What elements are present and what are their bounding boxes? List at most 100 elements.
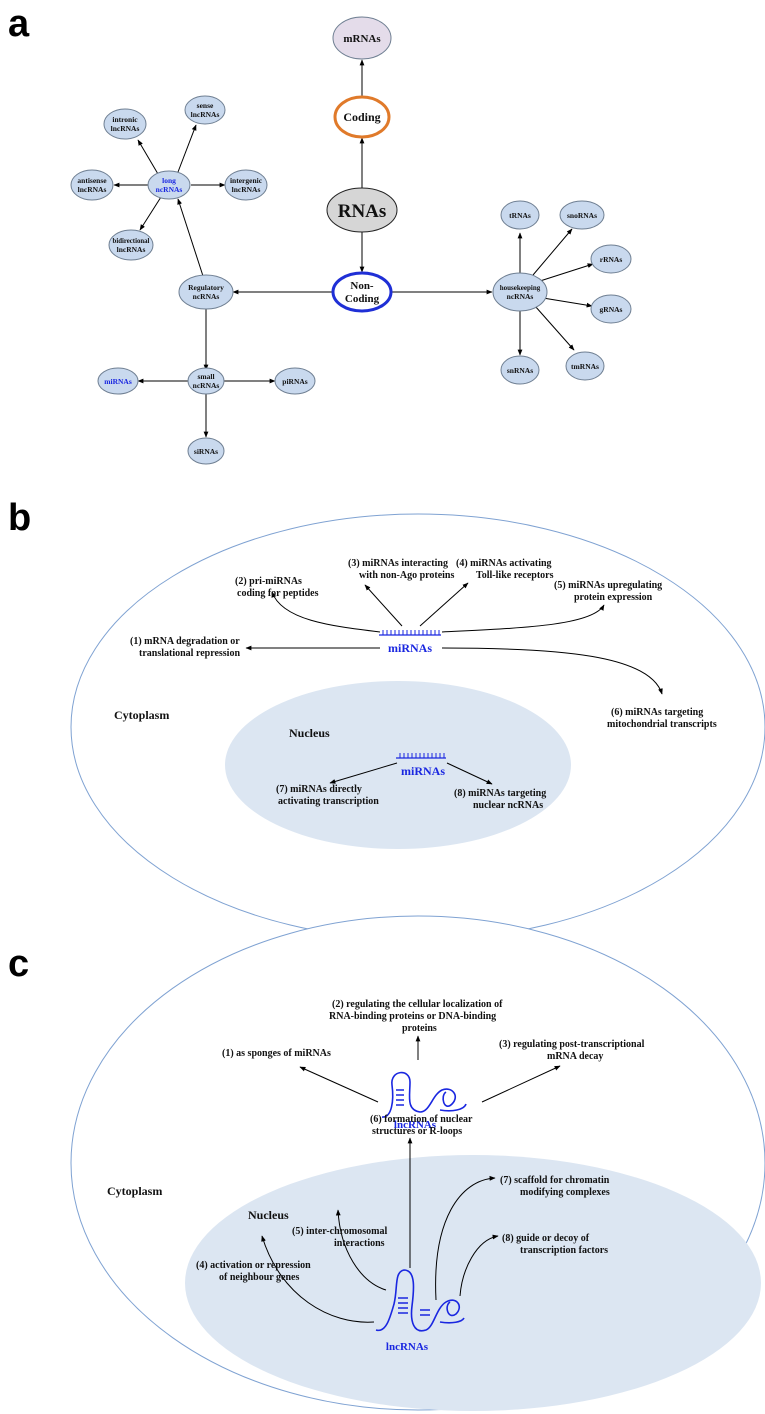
arrow-mirna-f4 (419, 582, 469, 627)
panel-b: b Cytoplasm Nucleus miRNAs (1) mRNA degr… (8, 497, 765, 941)
node-coding-label: Coding (343, 110, 380, 124)
lncrna-f4-line1: (4) activation or repression (196, 1260, 311, 1271)
arrow-lncrna-f7 (435, 1175, 496, 1301)
node-long-line1: long (162, 176, 176, 185)
arrow-mirna-f7 (329, 762, 398, 784)
mirna-f8-line2: nuclear ncRNAs (473, 800, 543, 811)
arrow-mirna-f2 (271, 591, 381, 633)
arrow-mirna-f8 (446, 762, 493, 785)
node-mrnas: mRNAs (332, 16, 392, 60)
nuclear-mirna-molecule (396, 753, 446, 759)
edge-hk-tmrnas (534, 305, 575, 351)
lncrna-f6-line1: (6) formation of nuclear (370, 1114, 473, 1125)
node-antisense-line1: antisense (77, 176, 107, 185)
arrow-lncrna-f3 (481, 1065, 561, 1103)
panel-c: c Cytoplasm Nucleus lncRNAs (1) as spong… (8, 915, 765, 1411)
mirna-molecule (379, 630, 441, 636)
node-grnas-label: gRNAs (600, 305, 623, 314)
cytoplasm-label-c: Cytoplasm (107, 1184, 162, 1198)
lncrna-f2-line2: RNA-binding proteins or DNA-binding (329, 1011, 496, 1022)
lncrna-molecule (381, 1071, 467, 1118)
node-snornas: snoRNAs (559, 200, 605, 230)
node-snrnas: snRNAs (500, 355, 540, 385)
edge-hk-grnas (542, 297, 593, 308)
node-small-line1: small (197, 372, 214, 381)
nuclear-lncrna-arrows (261, 1137, 499, 1323)
lncrna-f1-line1: (1) as sponges of miRNAs (222, 1048, 331, 1059)
arrow-mirna-f5 (441, 604, 605, 633)
node-trnas-label: tRNAs (509, 211, 531, 220)
lncrna-f8-line1: (8) guide or decoy of (502, 1233, 590, 1244)
node-bidirectional: bidirectional lncRNAs (108, 229, 154, 261)
node-rrnas-label: rRNAs (600, 255, 623, 264)
lncrna-f4-line2: of neighbour genes (219, 1272, 299, 1283)
node-sense-line1: sense (197, 101, 214, 110)
node-noncoding: Non- Coding (331, 271, 393, 313)
mirna-f3-line1: (3) miRNAs interacting (348, 558, 448, 569)
node-mirnas-label: miRNAs (104, 377, 132, 386)
node-housekeeping-line2: ncRNAs (507, 292, 534, 301)
mirna-f6-line1: (6) miRNAs targeting (611, 707, 703, 718)
node-pirnas-label: piRNAs (282, 377, 308, 386)
lncrna-f7-line2: modifying complexes (520, 1187, 610, 1198)
lncrna-f5-line1: (5) inter-chromosomal (292, 1226, 387, 1237)
node-pirnas: piRNAs (274, 367, 316, 395)
node-housekeeping-line1: housekeeping (500, 284, 541, 292)
node-intronic-line1: intronic (112, 115, 138, 124)
mirna-f1-line1: (1) mRNA degradation or (130, 636, 240, 647)
mirna-f1-line2: translational repression (139, 648, 240, 659)
node-sirnas-label: siRNAs (194, 447, 218, 456)
nucleus-label-c: Nucleus (248, 1208, 289, 1222)
mirna-f5-line2: protein expression (574, 592, 653, 603)
mirna-molecule-label: miRNAs (388, 641, 432, 655)
mirna-f6-line2: mitochondrial transcripts (607, 719, 717, 730)
lncrna-f5-line2: interactions (334, 1238, 385, 1249)
mirna-f2-line2: coding for peptides (237, 588, 319, 599)
mirna-f4-line2: Toll-like receptors (476, 570, 554, 581)
node-snrnas-label: snRNAs (507, 366, 533, 375)
node-housekeeping: housekeeping ncRNAs (492, 272, 548, 312)
node-small-line2: ncRNAs (193, 381, 220, 390)
lncrna-molecule-label: lncRNAs (394, 1119, 437, 1131)
edge-hk-snornas (532, 228, 573, 276)
panel-a-label: a (8, 3, 30, 45)
node-intergenic-line1: intergenic (230, 176, 263, 185)
node-noncoding-line1: Non- (350, 280, 374, 292)
lncrna-f7-line1: (7) scaffold for chromatin (500, 1175, 610, 1186)
node-regulatory-line1: Regulatory (188, 283, 224, 292)
node-bidirectional-line2: lncRNAs (117, 245, 146, 254)
cytoplasm-label: Cytoplasm (114, 708, 169, 722)
node-tmrnas-label: tmRNAs (571, 362, 599, 371)
mirna-f2-line1: (2) pri-miRNAs (235, 576, 302, 587)
node-intergenic-line2: lncRNAs (232, 185, 261, 194)
nucleus-label: Nucleus (289, 726, 330, 740)
node-regulatory-line2: ncRNAs (193, 292, 220, 301)
node-trnas: tRNAs (500, 200, 540, 230)
nuclear-mirna-arrows (329, 762, 493, 785)
panel-c-label: c (8, 943, 29, 985)
node-antisense: antisense lncRNAs (70, 169, 114, 201)
mirna-f5-line1: (5) miRNAs upregulating (554, 580, 662, 591)
arrow-lncrna-f1 (299, 1066, 379, 1103)
mirna-f8-line1: (8) miRNAs targeting (454, 788, 546, 799)
arrow-mirna-f3 (364, 584, 403, 627)
node-rrnas: rRNAs (590, 244, 632, 274)
node-rnas: RNAs (326, 187, 398, 233)
mirna-f4-line1: (4) miRNAs activating (456, 558, 552, 569)
edge-long-sense (177, 124, 197, 173)
node-small: small ncRNAs (187, 367, 225, 395)
node-intronic-line2: lncRNAs (111, 124, 140, 133)
lncrna-f3-line1: (3) regulating post-transcriptional (499, 1039, 645, 1050)
arrow-lncrna-f8 (459, 1234, 499, 1297)
arrow-lncrna-f4 (261, 1235, 375, 1323)
lncrna-function-arrows (299, 1035, 561, 1103)
edge-long-bidirectional (139, 196, 162, 231)
edge-hk-rrnas (539, 263, 594, 282)
lncrna-f8-line2: transcription factors (520, 1245, 608, 1256)
nucleus-region (225, 681, 571, 849)
lncrna-f3-line2: mRNA decay (547, 1051, 603, 1062)
mirna-f7-line2: activating transcription (278, 796, 379, 807)
node-sense: sense lncRNAs (184, 95, 226, 125)
lncrna-f6-line2: structures or R-loops (372, 1126, 462, 1137)
